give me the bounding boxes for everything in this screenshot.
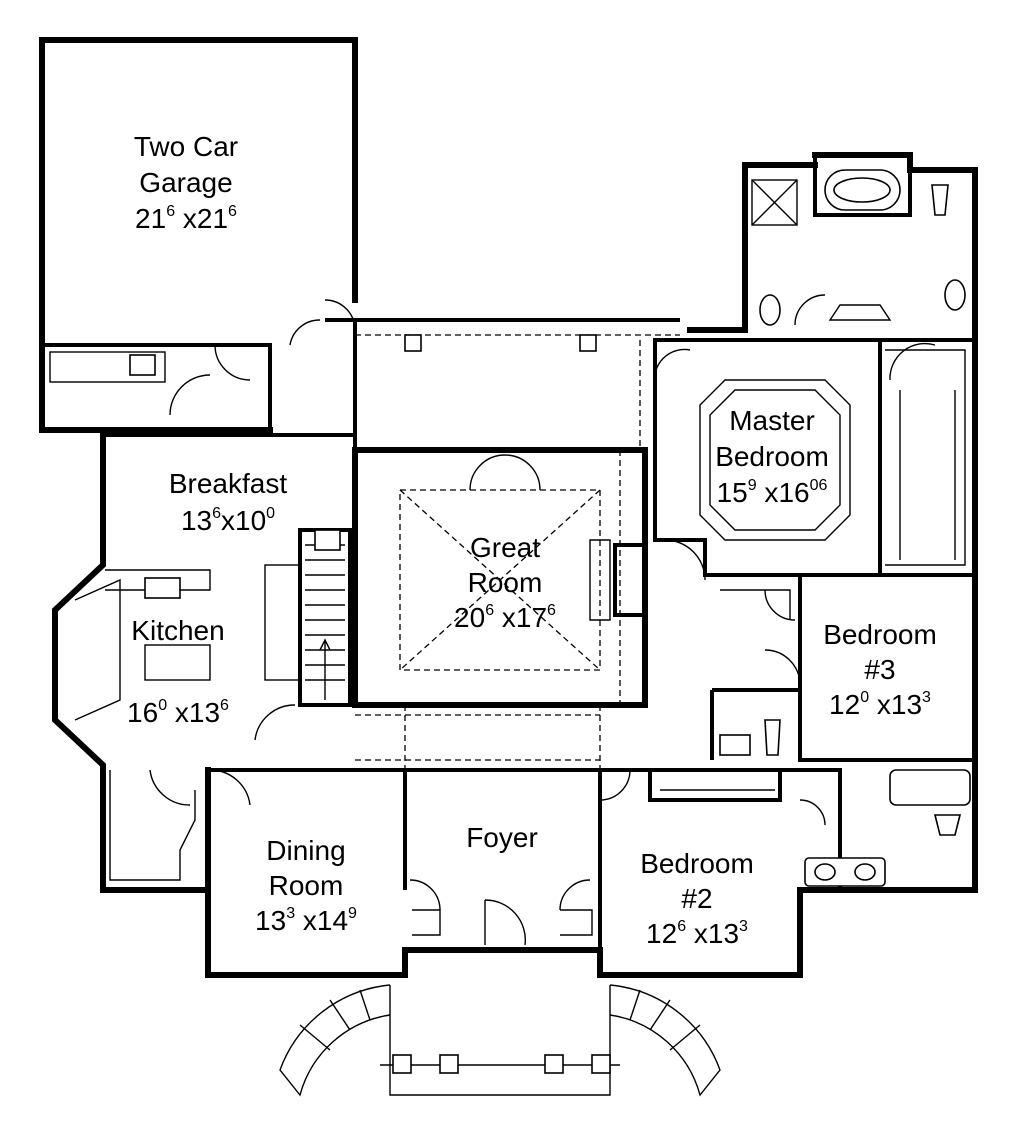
- room-name-line: Dining: [266, 835, 345, 866]
- room-dimensions: 126 x133: [646, 918, 748, 949]
- door-swings: [149, 294, 936, 946]
- room-label-bedroom-2: Bedroom #2 126 x133: [640, 848, 754, 949]
- front-steps: [279, 334, 721, 1097]
- room-name-line: Master: [729, 405, 815, 436]
- room-dimensions: 216 x216: [135, 203, 237, 234]
- room-dimensions: 136x100: [181, 505, 275, 536]
- room-label-garage: Two Car Garage 216 x216: [134, 131, 238, 234]
- room-label-great-room: Great Room 206 x176: [454, 532, 556, 633]
- room-name-line: Breakfast: [169, 468, 287, 499]
- room-name-line: Bedroom: [640, 848, 754, 879]
- room-name-line: Great: [470, 532, 540, 563]
- dashed-openings: [355, 334, 680, 770]
- room-name-line: Bedroom: [715, 441, 829, 472]
- room-dimensions: 160 x136: [127, 697, 229, 728]
- room-name-line: Foyer: [466, 822, 538, 853]
- room-label-dining-room: Dining Room 133 x149: [255, 835, 357, 936]
- room-name-line: Room: [269, 870, 344, 901]
- room-name-line: #3: [864, 654, 895, 685]
- room-name-line: Room: [468, 567, 543, 598]
- room-name-line: Bedroom: [823, 619, 937, 650]
- room-label-kitchen: Kitchen 160 x136: [127, 615, 229, 728]
- cabinetry: [49, 169, 971, 936]
- room-label-master-bedroom: Master Bedroom 159 x1606: [715, 405, 829, 508]
- room-dimensions: 206 x176: [454, 602, 556, 633]
- room-label-foyer: Foyer: [466, 822, 538, 853]
- room-dimensions: 133 x149: [255, 905, 357, 936]
- room-name-line: Two Car: [134, 131, 238, 162]
- room-label-bedroom-3: Bedroom #3 120 x133: [823, 619, 937, 720]
- room-name-line: #2: [681, 883, 712, 914]
- room-dimensions: 120 x133: [829, 689, 931, 720]
- room-name-line: Kitchen: [131, 615, 224, 646]
- room-label-breakfast: Breakfast 136x100: [169, 468, 287, 536]
- room-name-line: Garage: [139, 167, 232, 198]
- room-dimensions: 159 x1606: [717, 477, 828, 508]
